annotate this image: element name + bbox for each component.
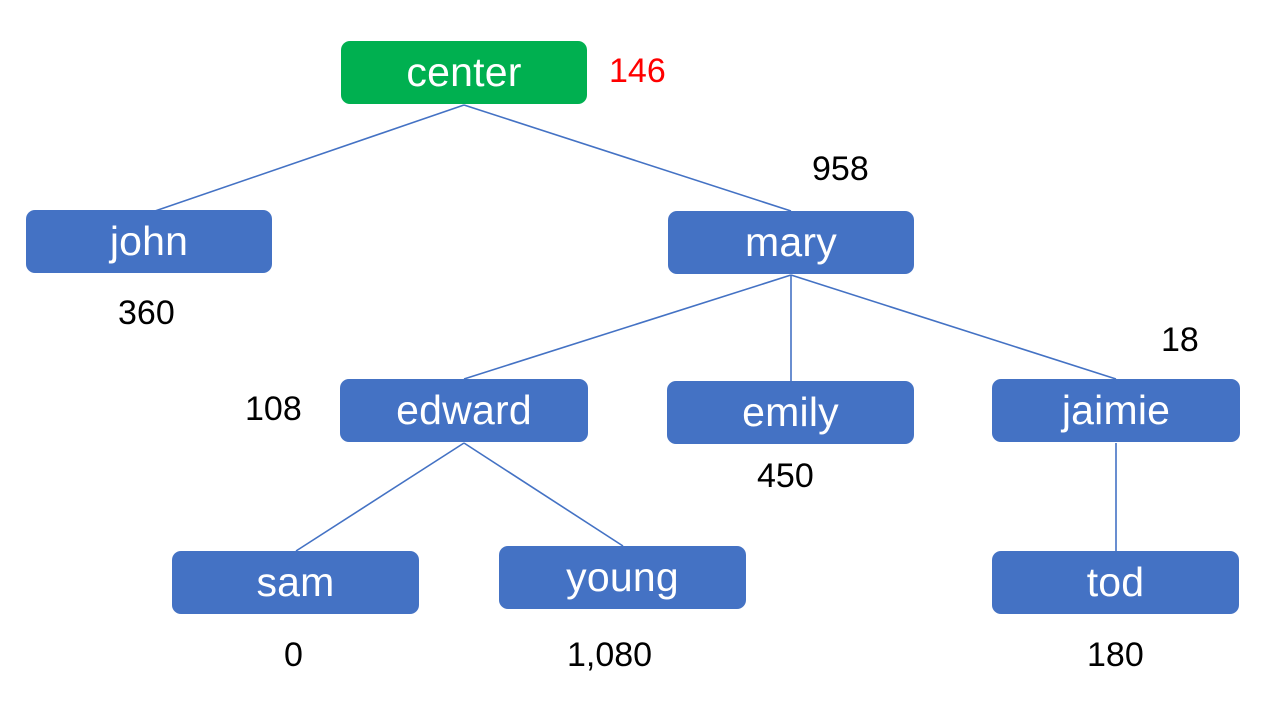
connector-center-to-mary xyxy=(463,104,792,212)
node-label: mary xyxy=(745,219,837,265)
connector-mary-to-edward xyxy=(463,274,792,380)
node-john[interactable]: john xyxy=(26,210,272,273)
node-label: edward xyxy=(396,387,532,433)
node-center[interactable]: center xyxy=(341,41,587,104)
connector-mary-to-jaimie xyxy=(790,274,1117,380)
node-label: emily xyxy=(742,389,839,435)
node-mary[interactable]: mary xyxy=(668,211,914,274)
node-label: john xyxy=(109,218,189,264)
node-label: young xyxy=(566,554,679,600)
connector-edward-to-sam xyxy=(295,442,465,552)
value-label-sam: 0 xyxy=(284,636,303,674)
value-label-mary: 958 xyxy=(812,150,869,188)
value-label-young: 1,080 xyxy=(567,636,653,674)
node-label: center xyxy=(406,49,522,95)
value-label-center: 146 xyxy=(609,52,666,90)
node-label: tod xyxy=(1086,559,1145,605)
node-emily[interactable]: emily xyxy=(667,381,914,444)
node-young[interactable]: young xyxy=(499,546,746,609)
node-label: sam xyxy=(256,559,335,605)
node-sam[interactable]: sam xyxy=(172,551,419,614)
node-edward[interactable]: edward xyxy=(340,379,588,442)
node-jaimie[interactable]: jaimie xyxy=(992,379,1240,442)
node-label: jaimie xyxy=(1061,387,1171,433)
value-label-john: 360 xyxy=(118,294,175,332)
value-label-edward: 108 xyxy=(245,390,302,428)
value-label-tod: 180 xyxy=(1087,636,1144,674)
connector-center-to-john xyxy=(154,104,465,212)
value-label-emily: 450 xyxy=(757,457,814,495)
node-tod[interactable]: tod xyxy=(992,551,1239,614)
value-label-jaimie: 18 xyxy=(1161,321,1199,359)
connector-edward-to-young xyxy=(463,442,624,547)
